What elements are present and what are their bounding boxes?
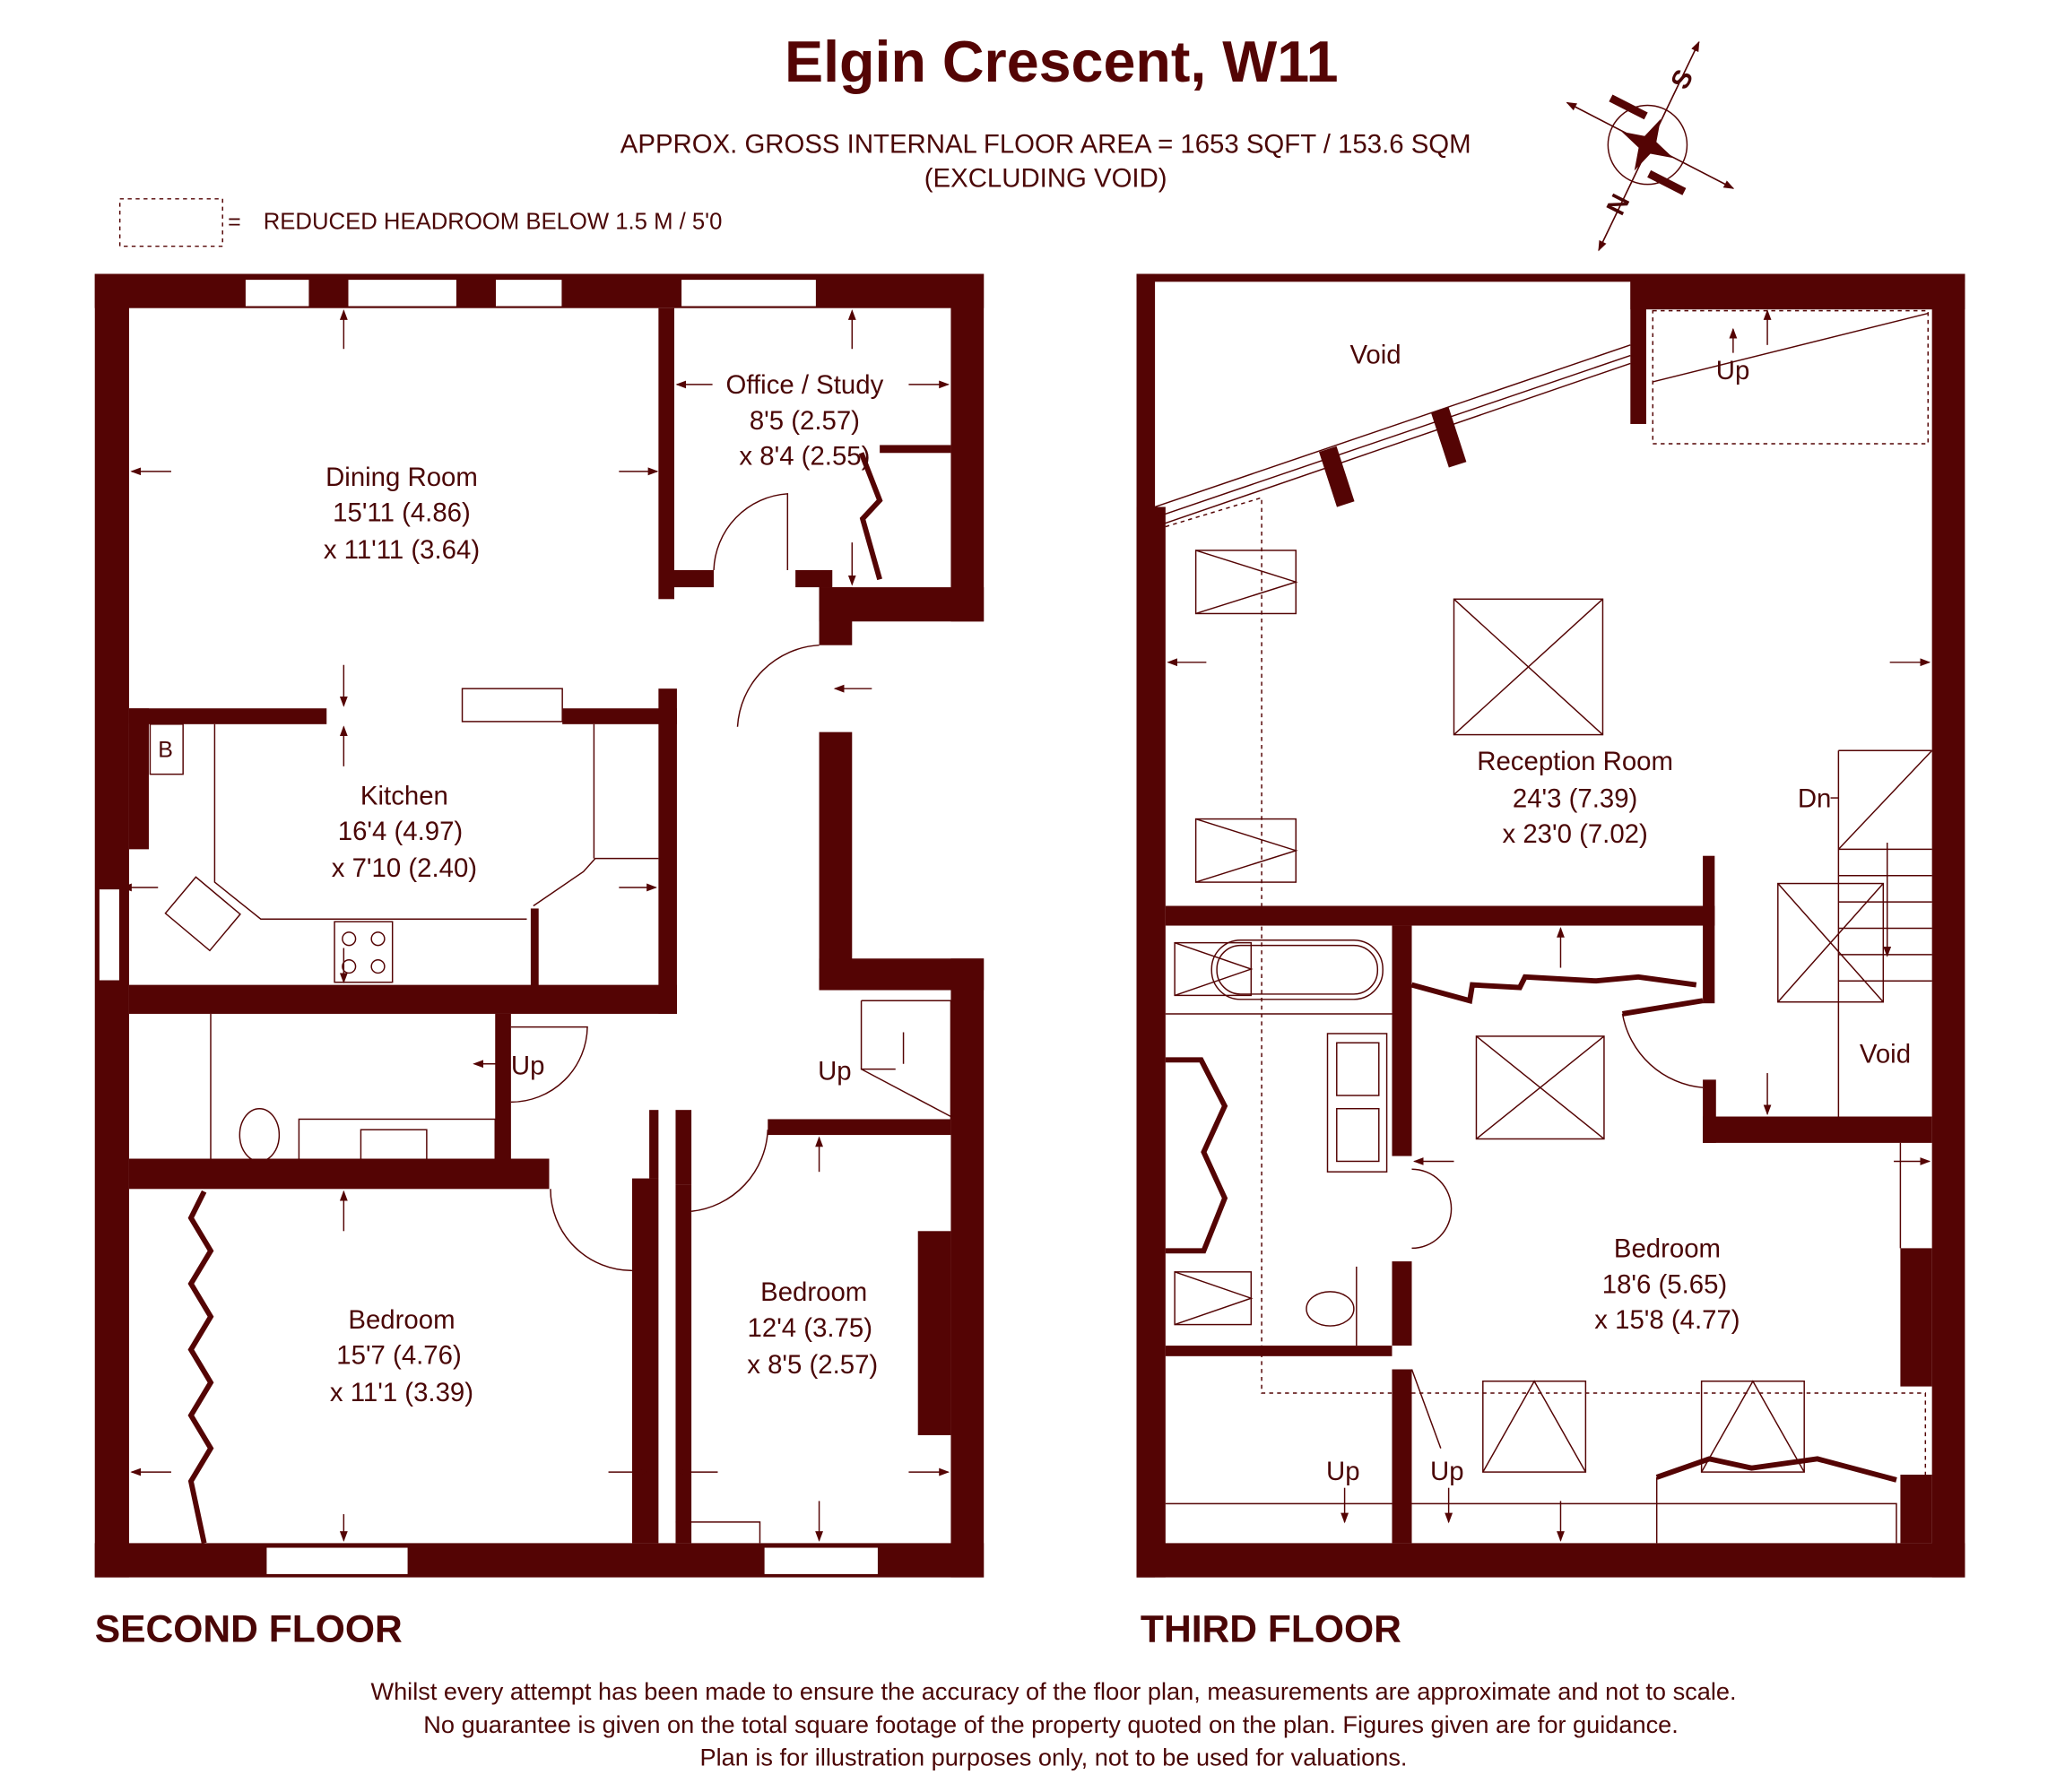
room-name: Bedroom bbox=[348, 1305, 455, 1335]
floor-area: APPROX. GROSS INTERNAL FLOOR AREA = 1653… bbox=[620, 129, 1471, 159]
stairs-up-label: Up bbox=[511, 1052, 545, 1081]
floor-area-note: (EXCLUDING VOID) bbox=[924, 164, 1167, 194]
legend-equals: = bbox=[228, 210, 241, 235]
room-name: Bedroom bbox=[1614, 1234, 1721, 1264]
floor-label: THIRD FLOOR bbox=[1141, 1608, 1401, 1651]
room-dimension: x 8'5 (2.57) bbox=[747, 1350, 878, 1380]
room-name: Office / Study bbox=[726, 370, 884, 400]
compass-south-label: S bbox=[1665, 65, 1699, 93]
stairs-up-label: Up bbox=[1716, 356, 1750, 385]
room-dimension: x 23'0 (7.02) bbox=[1502, 819, 1647, 849]
room-dimension: x 11'1 (3.39) bbox=[330, 1378, 473, 1407]
stairs-down-label: Dn bbox=[1798, 783, 1832, 813]
room-dimension: x 15'8 (4.77) bbox=[1594, 1305, 1740, 1335]
compass-north-label: N bbox=[1601, 189, 1636, 220]
room-dimension: x 8'4 (2.55) bbox=[739, 441, 870, 471]
third-floor-plan: Void Up Reception Room 24'3 (7.39) x 23'… bbox=[1136, 273, 1965, 1651]
reduced-headroom-legend-swatch bbox=[118, 198, 223, 247]
room-dimension: 15'11 (4.86) bbox=[333, 498, 471, 528]
room-dimension: 12'4 (3.75) bbox=[748, 1313, 872, 1343]
plan-title: Elgin Crescent, W11 bbox=[785, 30, 1339, 94]
legend-text: REDUCED HEADROOM BELOW 1.5 M / 5'0 bbox=[264, 210, 723, 235]
compass-icon: N S bbox=[1566, 40, 1735, 252]
room-name: Kitchen bbox=[360, 781, 448, 810]
room-dimension: 24'3 (7.39) bbox=[1513, 783, 1637, 813]
void-label: Void bbox=[1349, 340, 1401, 369]
second-floor-plan: Dining Room 15'11 (4.86) x 11'11 (3.64) … bbox=[94, 273, 985, 1651]
void-label: Void bbox=[1860, 1039, 1911, 1069]
disclaimer-line: Plan is for illustration purposes only, … bbox=[700, 1744, 1408, 1771]
room-dimension: 8'5 (2.57) bbox=[750, 406, 860, 436]
room-name: Bedroom bbox=[760, 1277, 867, 1307]
floor-label: SECOND FLOOR bbox=[95, 1608, 403, 1651]
stairs-up-label: Up bbox=[818, 1056, 852, 1086]
room-dimension: 18'6 (5.65) bbox=[1602, 1269, 1727, 1299]
room-dimension: 15'7 (4.76) bbox=[336, 1341, 461, 1371]
stairs-up-label: Up bbox=[1430, 1457, 1464, 1486]
boiler-label: B bbox=[158, 738, 173, 763]
disclaimer-line: Whilst every attempt has been made to en… bbox=[370, 1677, 1736, 1705]
stairs-up-label: Up bbox=[1326, 1457, 1360, 1486]
room-name: Reception Room bbox=[1477, 747, 1673, 776]
room-dimension: 16'4 (4.97) bbox=[338, 817, 463, 846]
room-name: Dining Room bbox=[325, 463, 478, 492]
room-dimension: x 11'11 (3.64) bbox=[324, 535, 480, 565]
room-dimension: x 7'10 (2.40) bbox=[332, 853, 477, 883]
disclaimer-line: No guarantee is given on the total squar… bbox=[423, 1710, 1679, 1738]
